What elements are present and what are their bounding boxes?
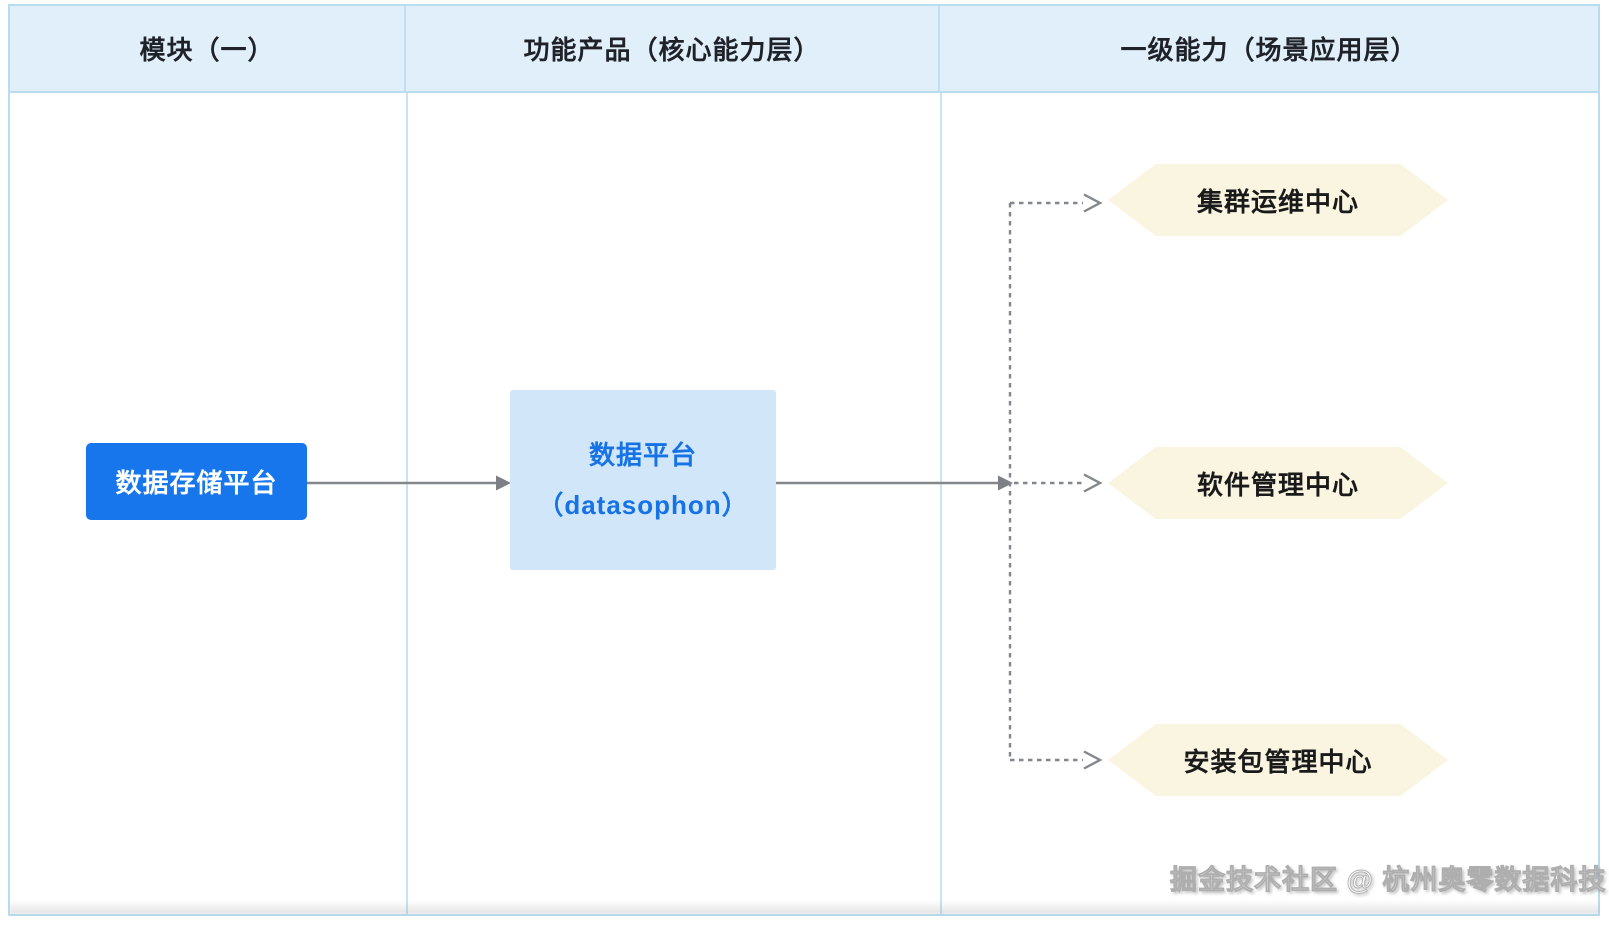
table-header-row: 模块（一） 功能产品（核心能力层） 一级能力（场景应用层） <box>10 6 1598 93</box>
watermark-text: 掘金技术社区 @ 杭州奥零数据科技 <box>1170 865 1607 896</box>
node-data-platform-title: 数据平台 <box>588 440 697 470</box>
node-data-platform-datasophon: 数据平台 （datasophon） <box>510 390 776 570</box>
node-software-mgmt-center: 软件管理中心 <box>1108 447 1448 519</box>
column-header-module: 模块（一） <box>10 6 406 91</box>
node-cluster-ops-center: 集群运维中心 <box>1108 164 1448 236</box>
node-data-platform-subtitle: （datasophon） <box>537 490 749 520</box>
node-software-mgmt-center-label: 软件管理中心 <box>1196 469 1359 500</box>
column-divider-2 <box>940 93 942 914</box>
bottom-shadow <box>10 900 1599 914</box>
node-package-mgmt-center: 安装包管理中心 <box>1108 724 1448 796</box>
column-header-level1-capability: 一级能力（场景应用层） <box>1120 35 1418 65</box>
column-divider-1 <box>406 93 408 914</box>
node-cluster-ops-center-label: 集群运维中心 <box>1196 186 1359 217</box>
column-header-functional-product: 功能产品（核心能力层） <box>406 6 940 91</box>
node-data-storage-platform: 数据存储平台 <box>86 443 307 520</box>
node-package-mgmt-center-label: 安装包管理中心 <box>1183 746 1373 777</box>
node-data-storage-platform-label: 数据存储平台 <box>115 468 278 498</box>
